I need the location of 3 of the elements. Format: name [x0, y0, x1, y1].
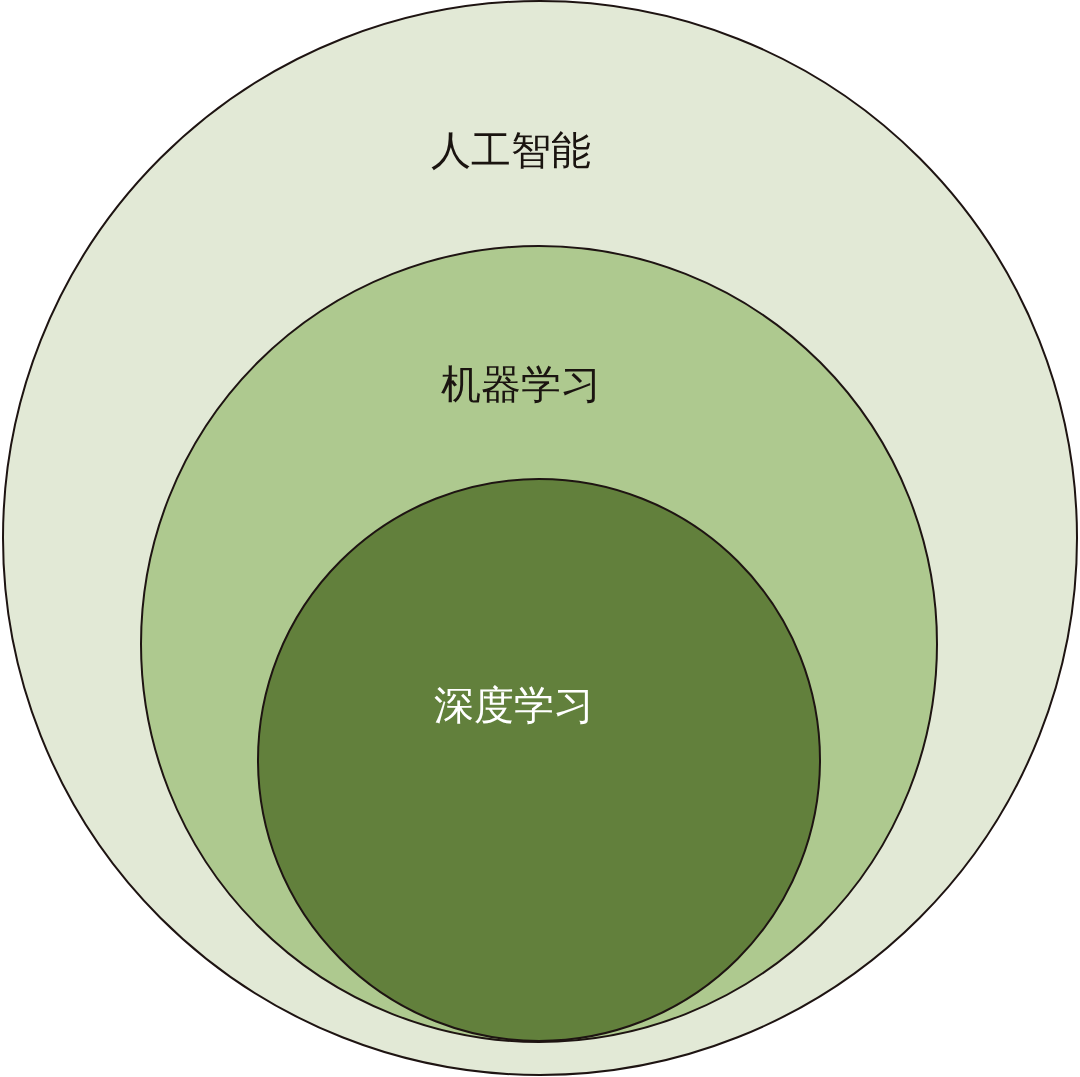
set-label: 人工智能 — [431, 130, 591, 170]
set-label: 机器学习 — [441, 364, 601, 404]
set-label: 深度学习 — [434, 685, 594, 725]
